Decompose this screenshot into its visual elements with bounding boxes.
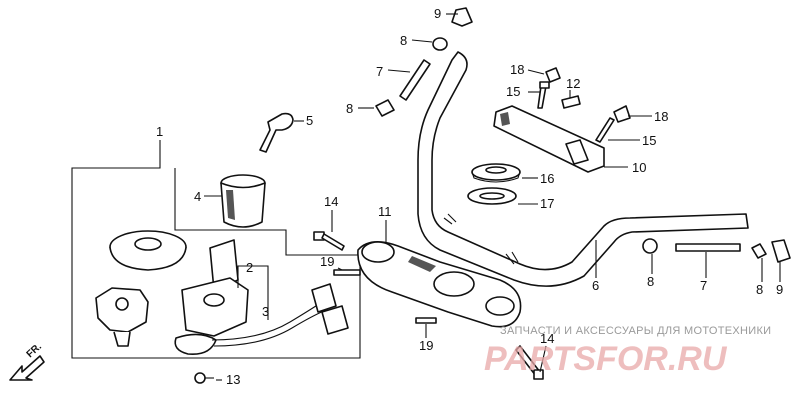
ignition-cover-part bbox=[220, 174, 266, 228]
ignition-switch-part bbox=[174, 239, 249, 356]
cap-9-end-part bbox=[771, 239, 791, 263]
label-13: 13 bbox=[226, 372, 240, 387]
collar-8-end-part bbox=[751, 243, 767, 259]
label-8-mid: 8 bbox=[346, 101, 353, 116]
front-direction-marker: FR. bbox=[9, 341, 45, 381]
bolt-15-left-part bbox=[537, 81, 550, 109]
collar-8-mid-part bbox=[375, 99, 395, 117]
label-8-end: 8 bbox=[756, 282, 763, 297]
holder-part bbox=[493, 105, 605, 173]
ignition-key-part bbox=[259, 112, 294, 153]
washer-17-part bbox=[467, 187, 517, 205]
watermark: ЗАПЧАСТИ И АКСЕССУАРЫ ДЛЯ МОТОТЕХНИКИ PA… bbox=[484, 325, 771, 378]
part-labels: 1 2 3 4 5 6 7 7 8 8 8 8 9 9 10 11 12 13 … bbox=[156, 6, 783, 387]
screw-13-part bbox=[194, 372, 214, 384]
label-9-end: 9 bbox=[776, 282, 783, 297]
label-8-right: 8 bbox=[647, 274, 654, 289]
label-4: 4 bbox=[194, 189, 201, 204]
collar-8-top-part bbox=[432, 37, 448, 51]
label-7-right: 7 bbox=[700, 278, 707, 293]
bolt-18-right-part bbox=[613, 105, 631, 123]
collar-8-right-part bbox=[642, 238, 658, 254]
switch-cover-part bbox=[109, 230, 187, 271]
leader-lines bbox=[204, 13, 781, 381]
top-bridge-part bbox=[357, 241, 522, 328]
label-19-bottom: 19 bbox=[419, 338, 433, 353]
washer-16-part bbox=[471, 163, 521, 183]
label-8-top: 8 bbox=[400, 33, 407, 48]
label-1: 1 bbox=[156, 124, 163, 139]
group-1-bracket bbox=[71, 140, 361, 359]
weight-rod-7-right-part bbox=[675, 243, 741, 252]
bolt-14-top-part bbox=[313, 231, 345, 251]
label-14-bottom: 14 bbox=[540, 331, 554, 346]
bolt-14-bottom-part bbox=[515, 345, 544, 380]
lock-body-part bbox=[95, 287, 149, 347]
label-11: 11 bbox=[378, 204, 392, 219]
label-7-top: 7 bbox=[376, 64, 383, 79]
label-10: 10 bbox=[632, 160, 646, 175]
label-18-left: 18 bbox=[510, 62, 524, 77]
label-17: 17 bbox=[540, 196, 554, 211]
label-3: 3 bbox=[262, 304, 269, 319]
label-12: 12 bbox=[566, 76, 580, 91]
pin-19-top-part bbox=[333, 269, 361, 276]
cap-9-top-part bbox=[451, 7, 473, 27]
label-9-top: 9 bbox=[434, 6, 441, 21]
bolt-18-left-part bbox=[545, 67, 561, 83]
plate-12-part bbox=[561, 95, 581, 109]
label-15-left: 15 bbox=[506, 84, 520, 99]
label-6: 6 bbox=[592, 278, 599, 293]
watermark-tagline: ЗАПЧАСТИ И АКСЕССУАРЫ ДЛЯ МОТОТЕХНИКИ bbox=[500, 325, 771, 337]
watermark-brand: PARTSFOR.RU bbox=[484, 340, 728, 378]
label-16: 16 bbox=[540, 171, 554, 186]
handlebar-part bbox=[417, 51, 749, 287]
label-15-right: 15 bbox=[642, 133, 656, 148]
label-2: 2 bbox=[246, 260, 253, 275]
weight-rod-7-top-part bbox=[399, 59, 431, 101]
label-19-top: 19 bbox=[320, 254, 334, 269]
wire-harness-part bbox=[211, 283, 349, 347]
bolt-15-right-part bbox=[595, 117, 615, 143]
pin-19-bottom-part bbox=[415, 317, 437, 324]
label-18-right: 18 bbox=[654, 109, 668, 124]
label-5: 5 bbox=[306, 113, 313, 128]
label-14-top: 14 bbox=[324, 194, 338, 209]
